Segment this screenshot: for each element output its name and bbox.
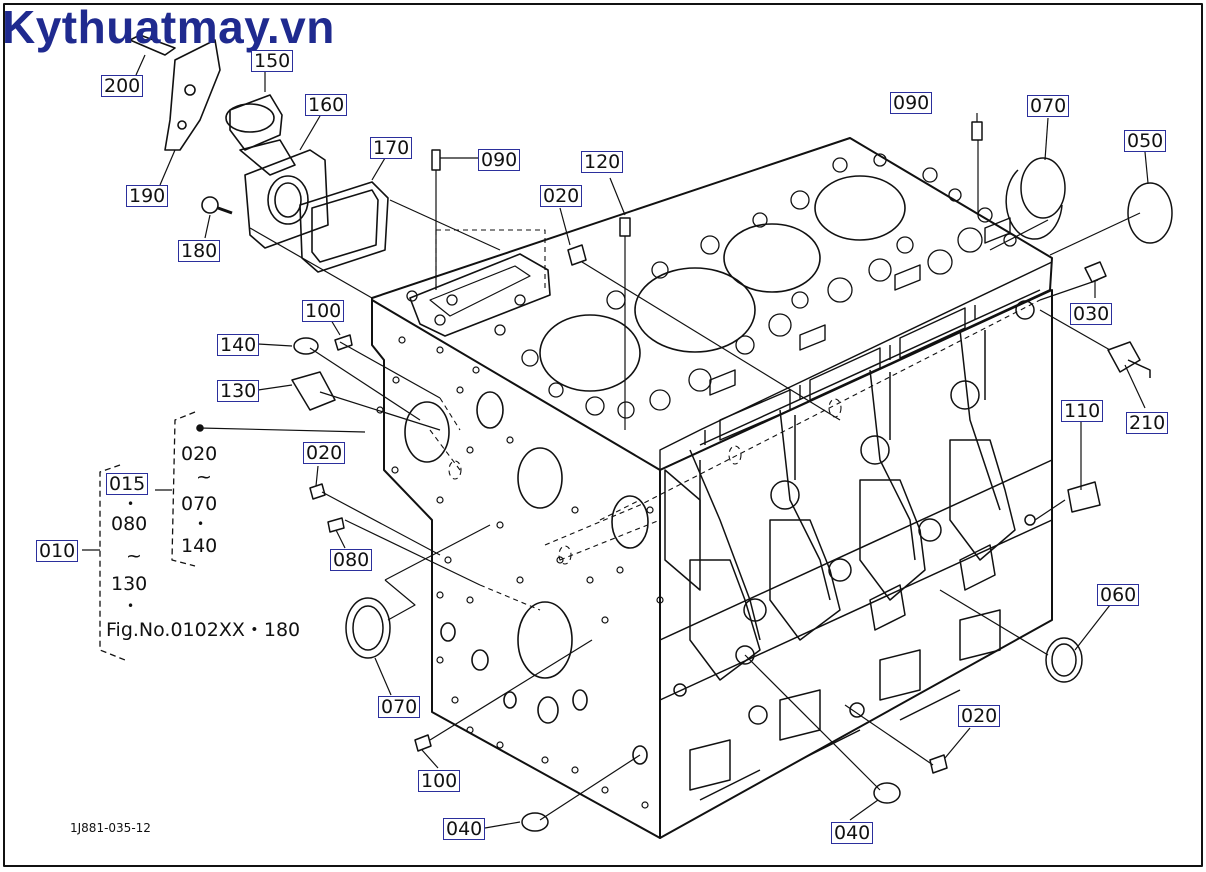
crankcase-webs	[659, 289, 1053, 801]
callout-040-right: 040	[831, 822, 874, 844]
group-015-dot: •	[197, 517, 205, 531]
group-brackets	[99, 411, 196, 661]
callout-020-left: 020	[303, 442, 346, 464]
reference-dot	[196, 424, 204, 432]
hidden-lines	[429, 229, 1041, 611]
callout-020-top: 020	[540, 185, 583, 207]
drawing-frame	[3, 3, 1203, 867]
group-010-dot-bottom: •	[127, 599, 135, 613]
front-face-holes	[404, 391, 649, 765]
callout-020-bottom: 020	[958, 705, 1001, 727]
callout-140: 140	[217, 334, 260, 356]
callout-100-top: 100	[302, 300, 345, 322]
callout-120: 120	[581, 151, 624, 173]
callout-010: 010	[36, 540, 79, 562]
pins-and-plugs	[291, 121, 1173, 832]
water-flange-parts	[129, 34, 389, 273]
callout-060: 060	[1097, 584, 1140, 606]
callout-150: 150	[251, 50, 294, 72]
callout-190: 190	[126, 185, 169, 207]
deck-holes	[406, 153, 1017, 419]
callout-050: 050	[1124, 130, 1167, 152]
group-015-last: 140	[181, 535, 218, 557]
cylinder-block	[371, 137, 1053, 839]
callout-015: 015	[106, 473, 149, 495]
callout-160: 160	[305, 94, 348, 116]
callout-080: 080	[330, 549, 373, 571]
site-watermark: Kythuatmay.vn	[2, 1, 335, 53]
group-010-dot-top: •	[127, 497, 135, 511]
figure-reference: Fig.No.0102XX・180	[106, 619, 301, 641]
callout-070-top: 070	[1027, 95, 1070, 117]
deck-rim	[659, 217, 1053, 470]
callout-180: 180	[178, 240, 221, 262]
callout-200: 200	[101, 75, 144, 97]
cylinder-bores	[539, 175, 906, 392]
callout-110: 110	[1061, 400, 1104, 422]
group-010-to: 130	[111, 573, 148, 595]
group-010-from: 080	[111, 513, 148, 535]
drawing-code: 1J881-035-12	[70, 821, 151, 835]
callout-070-bottom: 070	[378, 696, 421, 718]
callout-090-right: 090	[890, 92, 933, 114]
callout-210: 210	[1126, 412, 1169, 434]
callout-040-left: 040	[443, 818, 486, 840]
front-face-bolt-holes	[376, 336, 664, 809]
group-015-to: 070	[181, 493, 218, 515]
callout-170: 170	[370, 137, 413, 159]
callout-030: 030	[1070, 303, 1113, 325]
group-015-from: 020	[181, 443, 218, 465]
group-015-tilde: ~	[196, 466, 212, 488]
deck-opening	[409, 253, 551, 337]
callout-100-bottom: 100	[418, 770, 461, 792]
callout-130: 130	[217, 380, 260, 402]
callout-090-left: 090	[478, 149, 521, 171]
group-010-tilde: ~	[126, 545, 142, 567]
